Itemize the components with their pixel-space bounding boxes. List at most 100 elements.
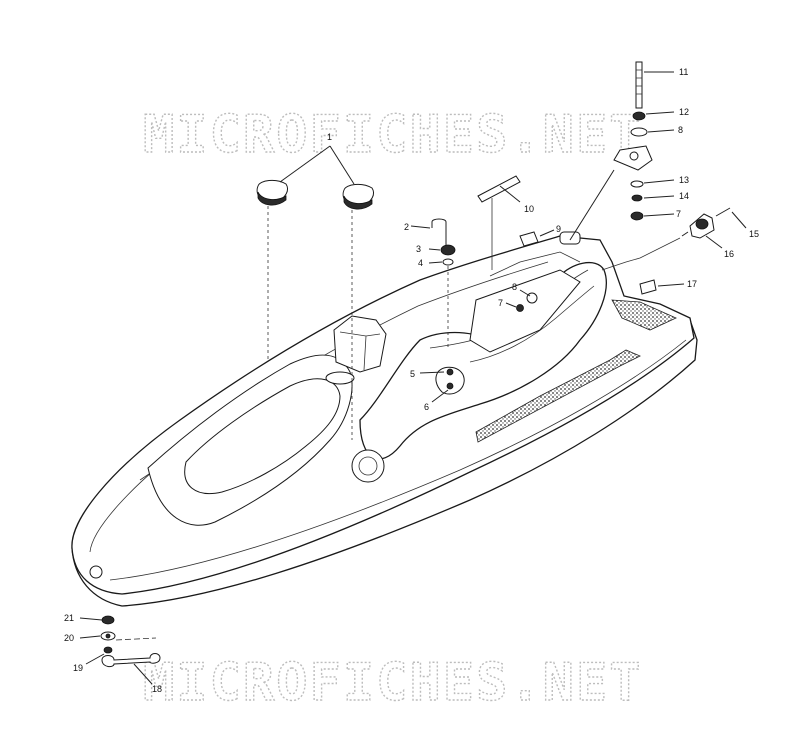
washer-8-top xyxy=(630,127,648,137)
bow-eye xyxy=(89,565,103,579)
part-stack-bottom xyxy=(79,615,161,685)
callout-7-top: 7 xyxy=(676,209,681,219)
nut-7-top xyxy=(630,211,644,221)
nut-21 xyxy=(101,615,115,625)
callout-line-3 xyxy=(428,248,441,251)
callout-20: 20 xyxy=(64,633,74,643)
watermark-bottom: MICROFICHES.NET xyxy=(143,653,643,713)
part-17 xyxy=(639,279,685,295)
callout-line-7-top xyxy=(643,213,675,217)
screw-5 xyxy=(446,368,454,376)
callout-21: 21 xyxy=(64,613,74,623)
callout-line-8-mid xyxy=(519,289,531,297)
callout-line-6 xyxy=(431,389,449,403)
part-7-8-mid xyxy=(505,289,538,312)
callout-line-8-top xyxy=(647,129,675,133)
side-hatch-inner xyxy=(358,456,378,476)
callout-3: 3 xyxy=(416,244,421,254)
decal-17 xyxy=(639,279,657,295)
callout-18: 18 xyxy=(152,684,162,694)
fitting-16-cap xyxy=(695,218,709,230)
washer-4 xyxy=(442,258,454,266)
callout-2: 2 xyxy=(404,222,409,232)
callout-line-4 xyxy=(428,261,443,264)
callout-13: 13 xyxy=(679,175,689,185)
cap-left-base xyxy=(257,191,287,206)
callout-line-17 xyxy=(657,283,685,287)
callout-17: 17 xyxy=(687,279,697,289)
rear-cap xyxy=(559,231,581,245)
callout-12: 12 xyxy=(679,107,689,117)
stud-11-thread xyxy=(636,69,642,95)
callout-line-14 xyxy=(643,195,675,199)
decal-9 xyxy=(519,231,539,247)
callout-line-2 xyxy=(410,225,431,229)
callout-line-1a xyxy=(279,145,331,183)
callout-9: 9 xyxy=(556,224,561,234)
handlebar-pod-line xyxy=(339,331,381,371)
centerline-20 xyxy=(115,637,157,641)
callout-line-1b xyxy=(329,145,355,185)
part-9-10 xyxy=(477,175,555,270)
callout-8-mid: 8 xyxy=(512,282,517,292)
grommet-3 xyxy=(440,244,456,256)
front-storage-window xyxy=(184,378,341,494)
strip-10 xyxy=(477,175,521,203)
callout-6: 6 xyxy=(424,402,429,412)
part-5-6 xyxy=(419,366,465,403)
washer-8-mid xyxy=(526,292,538,304)
callout-16: 16 xyxy=(724,249,734,259)
callout-line-15 xyxy=(731,211,747,229)
nut-7-mid xyxy=(516,304,524,312)
seat-line-2 xyxy=(469,285,595,363)
callout-line-5 xyxy=(419,371,445,374)
washer-13 xyxy=(630,180,644,188)
footwell-grip xyxy=(475,349,641,443)
bracket-6 xyxy=(435,366,465,395)
callout-11: 11 xyxy=(679,67,688,77)
cap-right-base xyxy=(343,195,373,210)
part-2-3-4 xyxy=(410,218,456,348)
callout-line-9 xyxy=(539,229,555,237)
nut-12 xyxy=(632,111,646,121)
callout-5: 5 xyxy=(410,369,415,379)
bolt-2 xyxy=(431,218,447,246)
leader-stack xyxy=(569,169,615,241)
callout-1: 1 xyxy=(327,132,332,142)
deck-vent xyxy=(325,371,355,385)
callout-line-13 xyxy=(643,179,675,184)
callout-line-16 xyxy=(705,235,723,249)
callout-14: 14 xyxy=(679,191,689,201)
callout-line-10 xyxy=(499,185,521,203)
part-1-caps xyxy=(256,145,375,440)
part-stack-right xyxy=(569,61,675,241)
part-15-16 xyxy=(601,207,747,271)
callout-line-19 xyxy=(85,653,105,665)
lockwasher-14 xyxy=(631,194,643,202)
callout-line-7-mid xyxy=(505,302,517,308)
callout-15: 15 xyxy=(749,229,759,239)
rear-bulkhead xyxy=(489,251,581,277)
handlebar-pod xyxy=(333,315,387,373)
stud-11 xyxy=(635,61,643,109)
screw-15 xyxy=(715,207,731,217)
callout-line-21 xyxy=(79,617,103,621)
watermark-top: MICROFICHES.NET xyxy=(143,105,643,165)
callout-8-top: 8 xyxy=(678,125,683,135)
callout-7-mid: 7 xyxy=(498,298,503,308)
callout-line-18 xyxy=(133,663,153,685)
callout-line-20 xyxy=(79,635,101,639)
callout-4: 4 xyxy=(418,258,423,268)
lockwasher-19 xyxy=(103,646,113,654)
washer-20-hole xyxy=(105,633,111,639)
seat-top-panel xyxy=(469,269,581,353)
hull xyxy=(71,231,698,607)
callout-line-12 xyxy=(645,111,675,115)
fitting-nozzle xyxy=(681,231,689,237)
bracket-hole xyxy=(629,151,639,161)
strap-18 xyxy=(101,653,161,668)
deck-rim-2 xyxy=(109,339,687,581)
callout-10: 10 xyxy=(524,204,534,214)
screw-5b xyxy=(446,382,454,390)
